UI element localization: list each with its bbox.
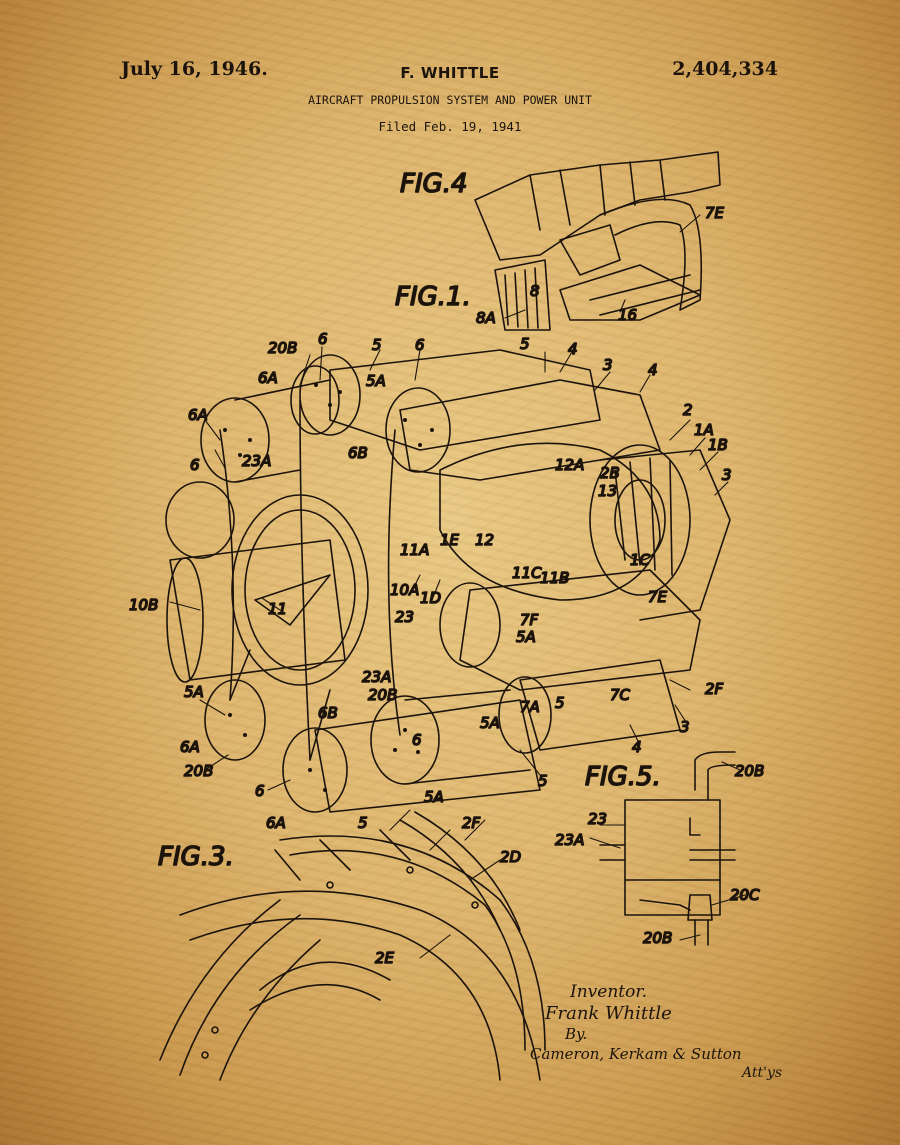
ref-23a-top: 23A	[242, 452, 271, 470]
inventor-label: Inventor.	[570, 982, 648, 1002]
ref-5-top2: 5	[520, 335, 530, 353]
ref-1e: 1E	[440, 531, 460, 549]
ref-6a-top: 6A	[258, 369, 278, 387]
ref-6b-low: 6B	[318, 704, 338, 722]
inventor-signature: Frank Whittle	[545, 1003, 672, 1024]
ref-4-top: 4	[568, 340, 578, 358]
patent-number: 2,404,334	[672, 58, 778, 80]
patent-title: AIRCRAFT PROPULSION SYSTEM AND POWER UNI…	[308, 93, 592, 107]
ref-3-right: 3	[722, 466, 732, 484]
ref-2d: 2D	[500, 848, 521, 866]
ref-23-fig5: 23	[588, 810, 607, 828]
ref-2f-main: 2F	[705, 680, 724, 698]
ref-6a-left: 6A	[188, 406, 208, 424]
ref-6b-top: 6B	[348, 444, 368, 462]
ref-3-top: 3	[603, 356, 613, 374]
ref-12a: 12A	[555, 456, 584, 474]
ref-6a-low2: 6A	[266, 814, 286, 832]
ref-6-left: 6	[190, 456, 200, 474]
ref-23a-fig5: 23A	[555, 831, 584, 849]
ref-11: 11	[268, 600, 287, 618]
fig4-label: FIG.4	[400, 169, 468, 199]
fig3-label: FIG.3.	[158, 842, 234, 872]
ref-2b: 2B	[600, 464, 620, 482]
filed-date: Filed Feb. 19, 1941	[378, 119, 522, 134]
reference-numerals: 7E 8 8A 16 20B 6 5 6 5 4 3 4 6A 5A 2 1A …	[128, 203, 765, 968]
ref-10a: 10A	[390, 581, 419, 599]
fig1-label: FIG.1.	[395, 282, 471, 312]
ref-11c: 11C	[512, 564, 542, 582]
ref-6-top2: 6	[415, 336, 425, 354]
ref-5a-low: 5A	[480, 714, 500, 732]
fig3-vanes-drawing	[159, 811, 546, 1081]
ref-8a: 8A	[476, 309, 496, 327]
by-label: By.	[565, 1025, 588, 1043]
attorneys-signature: Cameron, Kerkam & Sutton	[530, 1045, 742, 1063]
ref-20b-fig5: 20B	[735, 762, 764, 780]
ref-6a-low: 6A	[180, 738, 200, 756]
ref-8: 8	[530, 282, 540, 300]
ref-2e: 2E	[375, 949, 395, 967]
ref-10b: 10B	[129, 596, 158, 614]
ref-20b-low: 20B	[184, 762, 213, 780]
ref-4-low: 4	[632, 738, 642, 756]
ref-5a-mid: 5A	[516, 628, 536, 646]
patent-date: July 16, 1946.	[121, 58, 268, 80]
ref-1a: 1A	[694, 421, 714, 439]
ref-5a-top: 5A	[366, 372, 386, 390]
ref-12: 12	[475, 531, 494, 549]
ref-20b-mid: 20B	[368, 686, 397, 704]
ref-5-low: 5	[538, 772, 548, 790]
ref-2: 2	[683, 401, 693, 419]
ref-1d: 1D	[420, 589, 441, 607]
ref-5-low2: 5	[358, 814, 368, 832]
ref-4-top2: 4	[648, 361, 658, 379]
ref-13: 13	[598, 482, 617, 500]
fig5-valve-drawing	[599, 751, 736, 946]
ref-6-low2: 6	[255, 782, 265, 800]
fig5-label: FIG.5.	[585, 762, 661, 792]
ref-23a-mid: 23A	[362, 668, 391, 686]
inventor-header: F. WHITTLE	[400, 64, 500, 82]
ref-7f: 7F	[520, 611, 539, 629]
ref-2f-fig3: 2F	[462, 814, 481, 832]
reference-leader-lines	[169, 214, 746, 959]
ref-5-mid: 5	[555, 694, 565, 712]
fig4-duct-drawing	[474, 151, 721, 331]
ref-5a-left: 5A	[184, 683, 204, 701]
ref-20b-fig5-low: 20B	[643, 929, 672, 947]
ref-1b: 1B	[708, 436, 728, 454]
ref-3-low: 3	[680, 718, 690, 736]
fig1-engine-drawing	[165, 349, 731, 813]
ref-11a: 11A	[400, 541, 429, 559]
ref-6-top: 6	[318, 330, 328, 348]
ref-5-top: 5	[372, 336, 382, 354]
ref-6-low: 6	[412, 731, 422, 749]
ref-23: 23	[395, 608, 414, 626]
ref-16: 16	[618, 306, 637, 324]
ref-7e-main: 7E	[648, 588, 668, 606]
ref-11b: 11B	[540, 569, 569, 587]
ref-20b-top: 20B	[268, 339, 297, 357]
ref-20c: 20C	[730, 886, 760, 904]
ref-1c: 1C	[630, 551, 651, 569]
ref-5a-low2: 5A	[424, 788, 444, 806]
attorneys-label: Att'ys	[742, 1065, 783, 1081]
ref-7a: 7A	[520, 698, 540, 716]
ref-7c: 7C	[610, 686, 631, 704]
ref-7e: 7E	[705, 204, 725, 222]
